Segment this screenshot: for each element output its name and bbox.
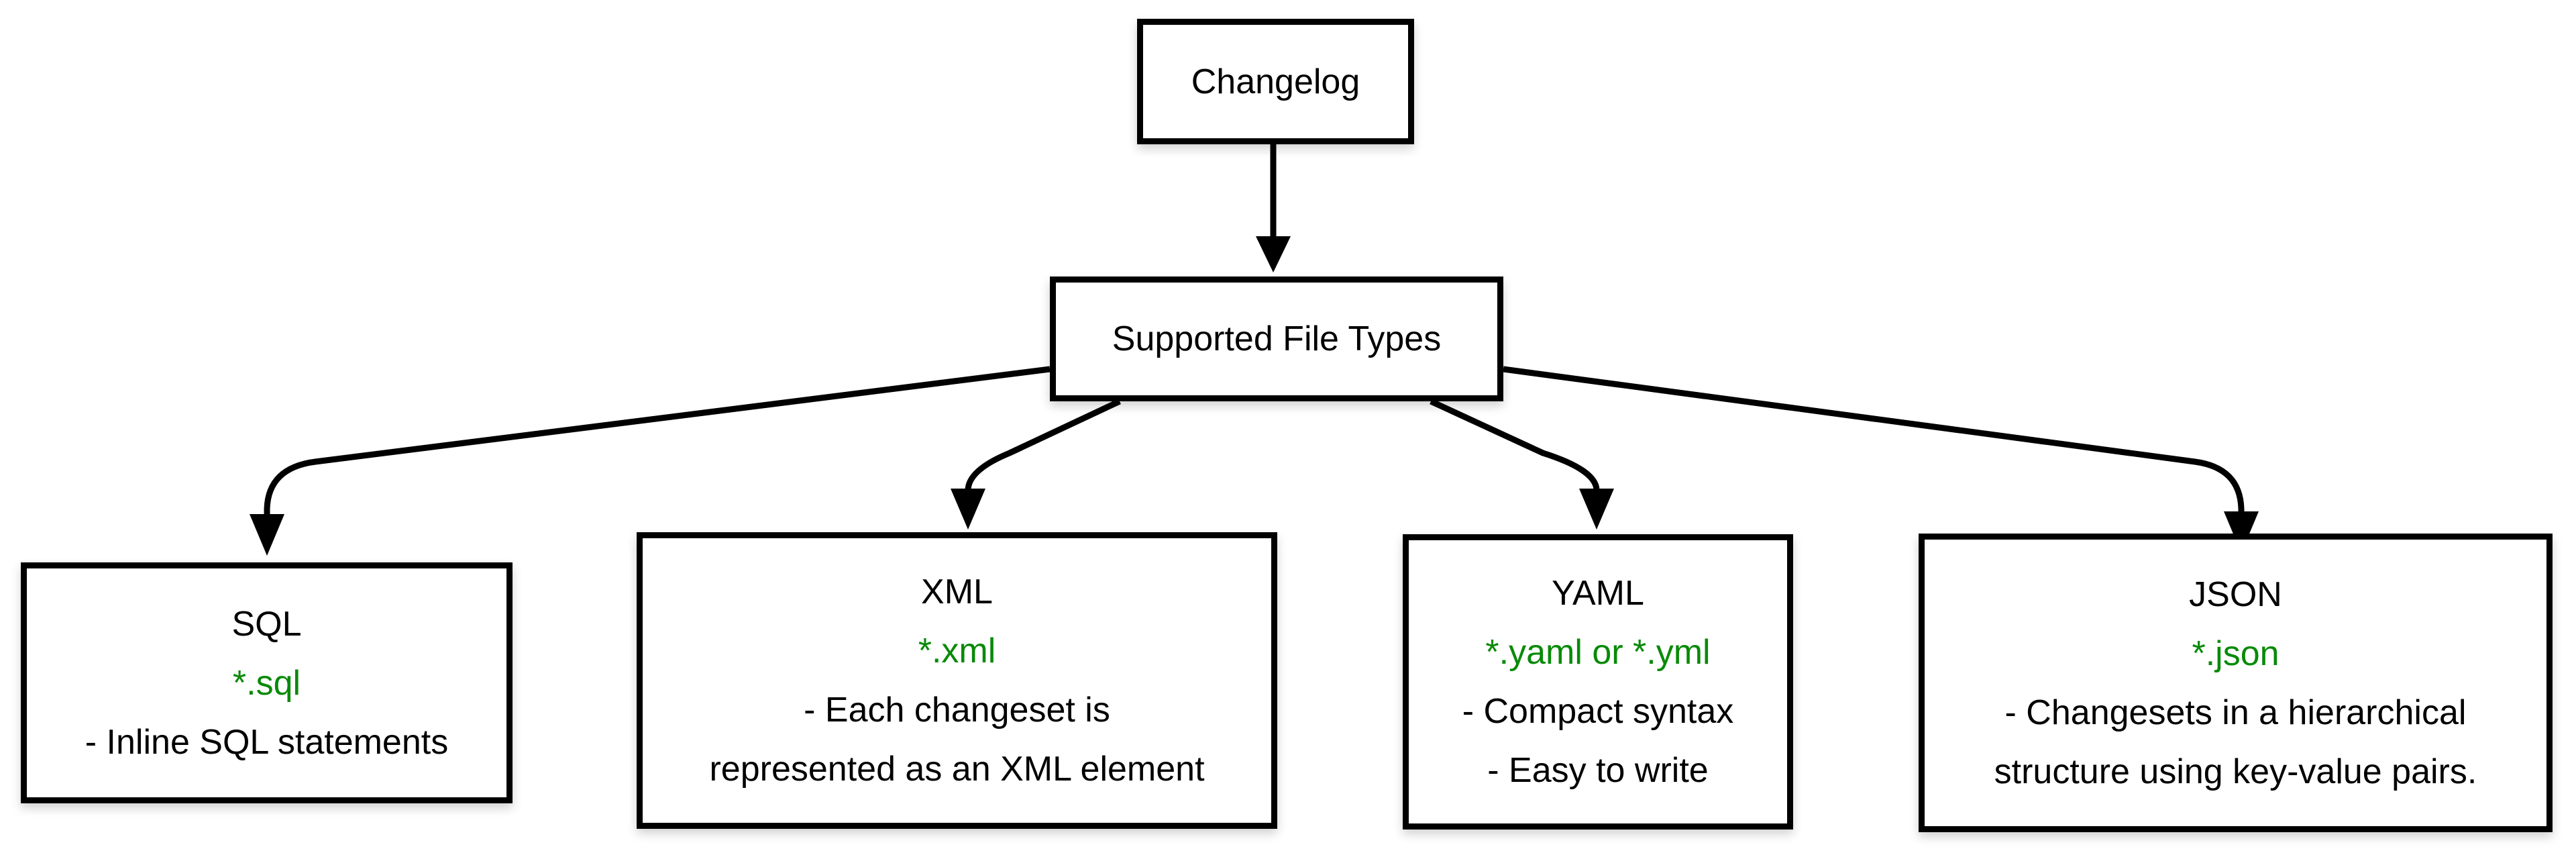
node-title: SQL [231,604,302,644]
file-pattern: *.sql [232,663,301,703]
connector-supported-to-json [1503,366,2259,553]
node-json: JSON *.json - Changesets in a hierarchic… [1919,534,2553,832]
connector-supported-to-xml [951,398,1121,530]
file-pattern: *.json [2192,634,2279,673]
node-title: JSON [2189,574,2282,614]
note-line: represented as an XML element [709,750,1205,789]
note-line: - Compact syntax [1462,692,1734,731]
node-title: Changelog [1191,62,1360,101]
connector-supported-to-sql [250,366,1051,556]
file-pattern: *.yaml or *.yml [1485,633,1711,672]
node-supported-file-types: Supported File Types [1050,277,1503,401]
note-line: structure using key-value pairs. [1994,752,2477,791]
connector-changelog-to-supported [1256,144,1291,272]
note-line: - Changesets in a hierarchical [2004,693,2467,732]
node-sql: SQL *.sql - Inline SQL statements [21,562,513,803]
connector-supported-to-yaml [1430,398,1614,530]
note-line: - Inline SQL statements [85,722,449,762]
node-xml: XML *.xml - Each changeset is represente… [637,532,1277,829]
node-changelog: Changelog [1137,19,1414,144]
node-title: YAML [1552,574,1644,613]
note-line: - Each changeset is [804,691,1110,730]
node-title: Supported File Types [1112,319,1442,358]
node-yaml: YAML *.yaml or *.yml - Compact syntax - … [1403,534,1793,830]
note-line: - Easy to write [1487,751,1709,790]
file-pattern: *.xml [918,632,996,670]
node-title: XML [921,572,993,611]
